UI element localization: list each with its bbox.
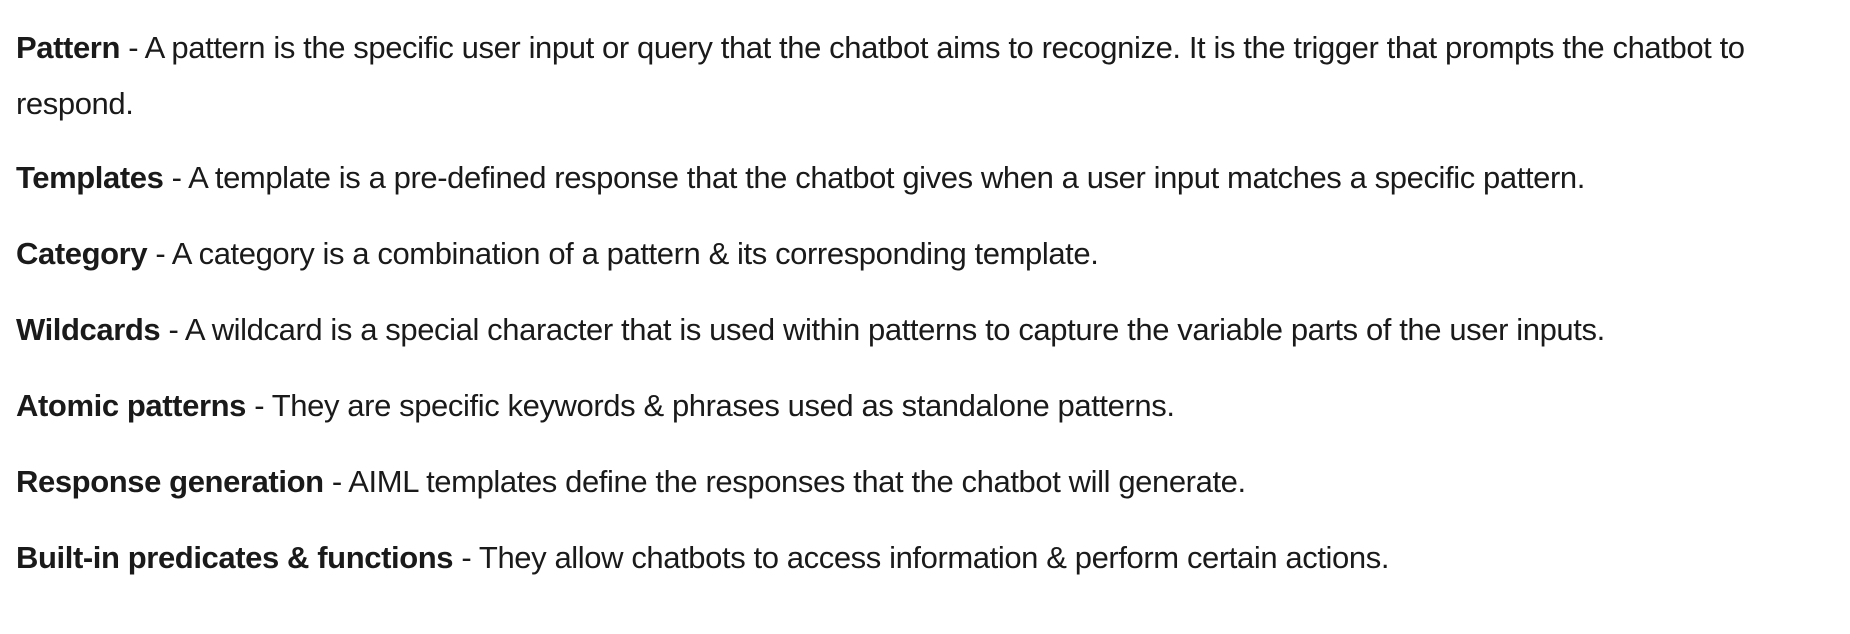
definition-text: - A template is a pre-defined response t… <box>163 160 1586 195</box>
definition-term: Templates <box>16 160 164 195</box>
definition-response-generation: Response generation - AIML templates def… <box>16 454 1836 510</box>
definition-text: - A category is a combination of a patte… <box>147 236 1099 271</box>
definition-term: Atomic patterns <box>16 388 246 423</box>
definition-text: - AIML templates define the responses th… <box>323 464 1246 499</box>
definition-term: Category <box>16 236 148 271</box>
definition-category: Category - A category is a combination o… <box>16 226 1836 282</box>
definition-atomic-patterns: Atomic patterns - They are specific keyw… <box>16 378 1836 434</box>
definition-term: Pattern <box>16 30 121 65</box>
definition-text: - A pattern is the specific user input o… <box>16 30 1745 121</box>
definition-term: Wildcards <box>16 312 161 347</box>
definition-text: - They are specific keywords & phrases u… <box>245 388 1175 423</box>
definition-wildcards: Wildcards - A wildcard is a special char… <box>16 302 1836 358</box>
definition-built-in-predicates: Built-in predicates & functions - They a… <box>16 530 1836 586</box>
definition-pattern: Pattern - A pattern is the specific user… <box>16 20 1836 132</box>
definitions-list: Pattern - A pattern is the specific user… <box>16 20 1836 586</box>
definition-templates: Templates - A template is a pre-defined … <box>16 150 1836 206</box>
definition-term: Built-in predicates & functions <box>16 540 454 575</box>
definition-term: Response generation <box>16 464 324 499</box>
definition-text: - A wildcard is a special character that… <box>160 312 1605 347</box>
definition-text: - They allow chatbots to access informat… <box>453 540 1390 575</box>
